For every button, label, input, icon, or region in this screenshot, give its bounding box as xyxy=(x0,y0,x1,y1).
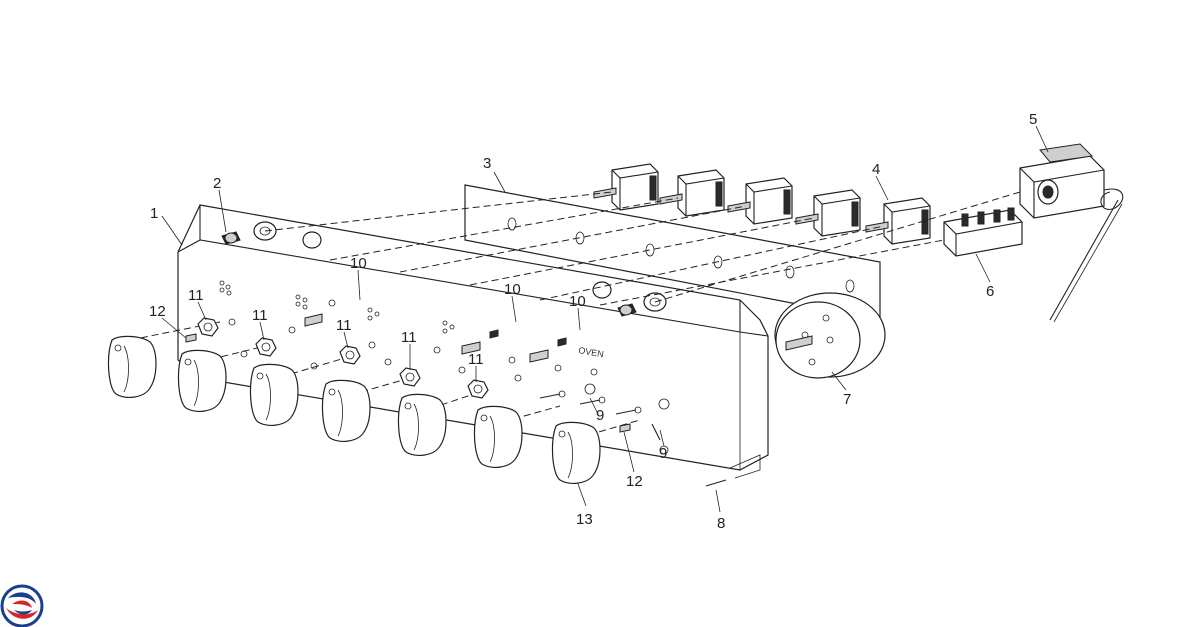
brand-swirl-logo-icon xyxy=(0,584,44,627)
callout-11e: 11 xyxy=(468,351,484,368)
selector-switch xyxy=(943,207,1023,257)
callout-8: 8 xyxy=(717,515,725,532)
callout-4: 4 xyxy=(872,161,880,178)
callout-9a: 9 xyxy=(596,407,604,424)
callout-11b: 11 xyxy=(252,307,268,324)
oven-timer xyxy=(774,292,886,379)
callout-11a: 11 xyxy=(188,287,204,304)
leader-lines xyxy=(161,125,1049,513)
callout-11d: 11 xyxy=(401,329,417,346)
callout-9b: 9 xyxy=(659,445,667,462)
callout-12a: 12 xyxy=(149,303,166,320)
callout-10b: 10 xyxy=(504,281,521,298)
nut-row xyxy=(197,317,489,399)
callout-5: 5 xyxy=(1029,111,1037,128)
callout-labels: 1 2 3 4 5 6 7 8 9 9 10 10 10 11 11 11 11… xyxy=(149,111,1037,532)
callout-12b: 12 xyxy=(626,473,643,490)
callout-11c: 11 xyxy=(336,317,352,334)
oven-thermostat xyxy=(1019,143,1124,323)
callout-7: 7 xyxy=(843,391,851,408)
oven-label: OVEN xyxy=(578,345,605,359)
callout-3: 3 xyxy=(483,155,491,172)
callout-6: 6 xyxy=(986,283,994,300)
callout-10c: 10 xyxy=(569,293,586,310)
screws-and-fasteners xyxy=(185,313,727,487)
callout-2: 2 xyxy=(213,175,221,192)
callout-13: 13 xyxy=(576,511,593,528)
indicator-lamp xyxy=(221,231,637,317)
control-knob-row xyxy=(107,335,601,484)
callout-1: 1 xyxy=(150,205,158,222)
control-panel-housing: OVEN xyxy=(177,204,769,479)
callout-10a: 10 xyxy=(350,255,367,272)
